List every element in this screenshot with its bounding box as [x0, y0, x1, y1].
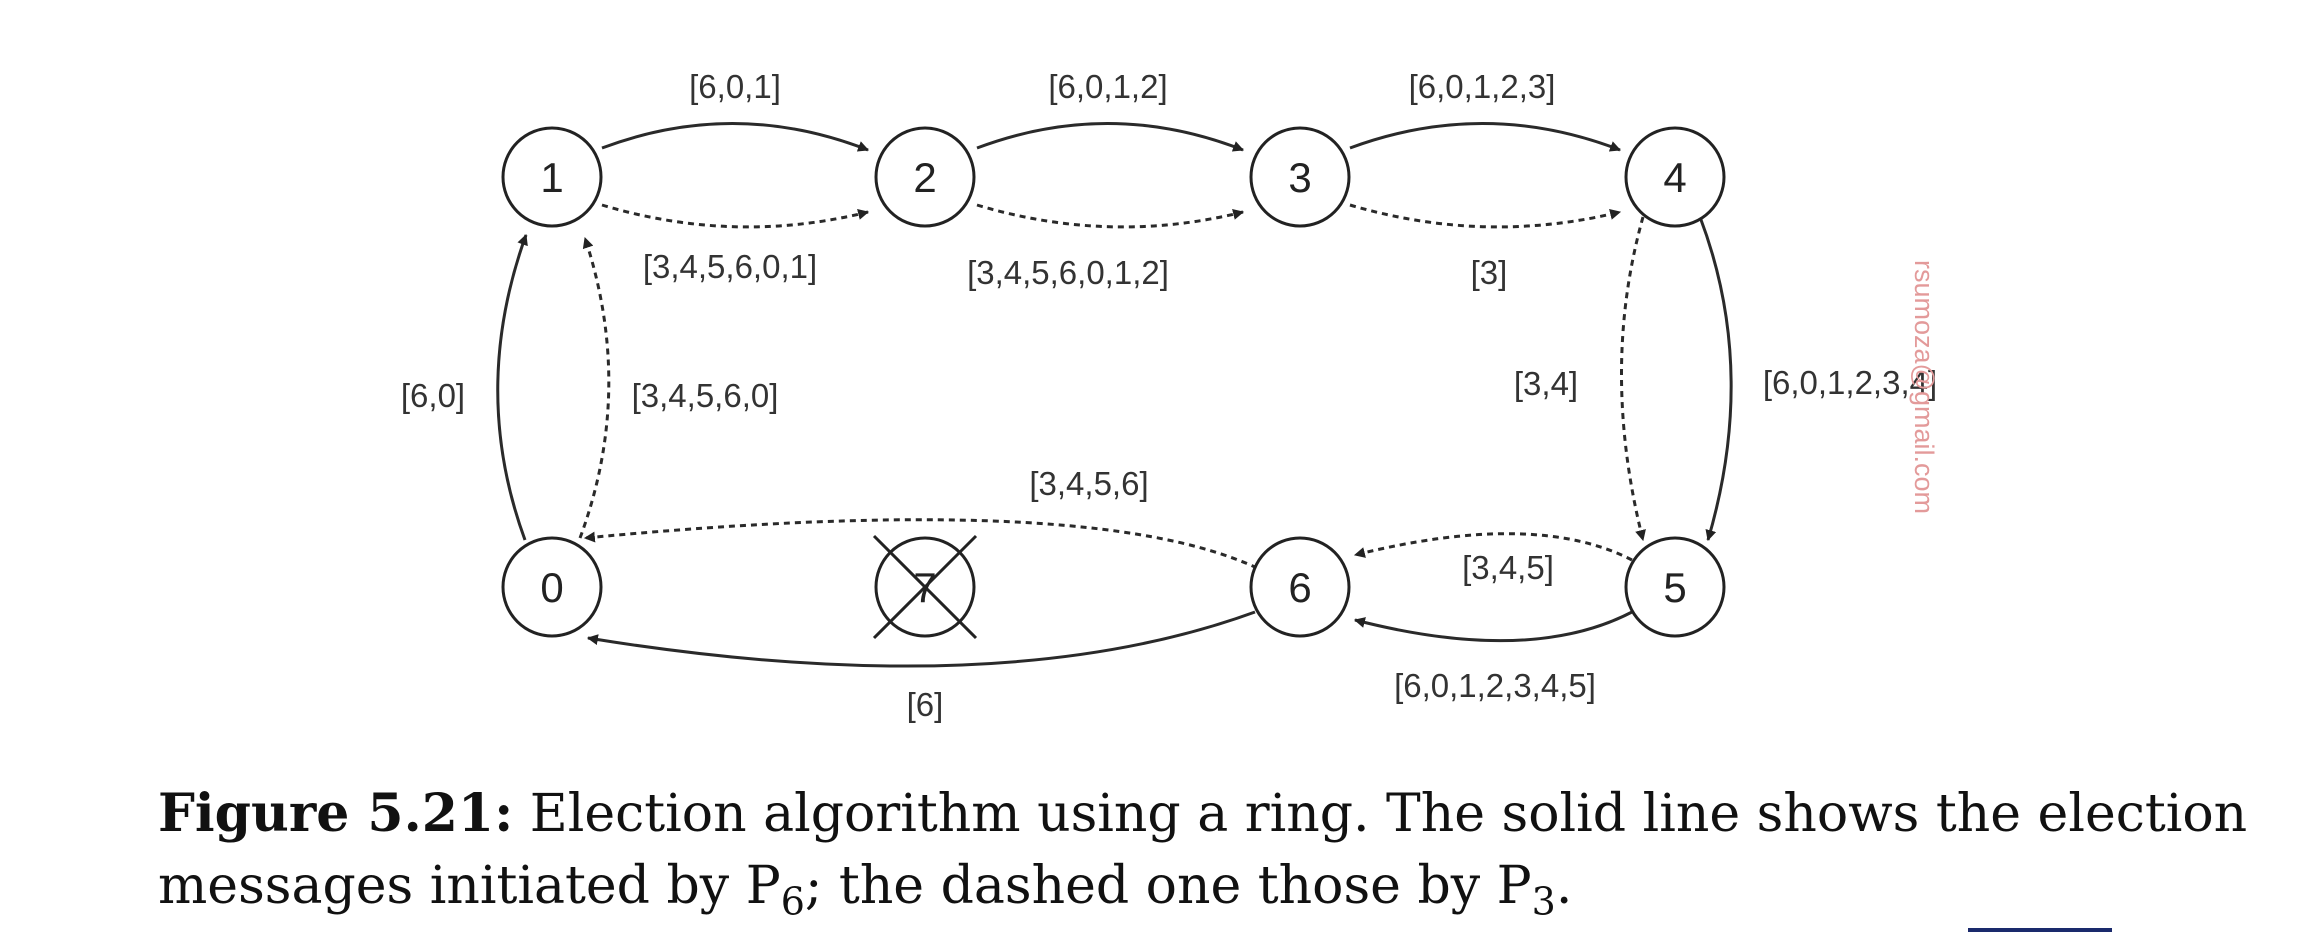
- node-7-crossed: 7: [872, 534, 978, 640]
- edge-label: [3,4,5,6,0,1]: [643, 248, 817, 285]
- edge-label: [6,0,1,2,3,4]: [1763, 364, 1937, 401]
- edge-0-1-solid: [496, 233, 528, 541]
- caption-text: Election algorithm using a ring. The sol…: [529, 784, 2248, 844]
- edges: [496, 122, 1733, 668]
- edge-label: [6,0,1,2]: [1048, 68, 1167, 105]
- caption-line-1: Figure 5.21: Election algorithm using a …: [158, 778, 2258, 850]
- edge-label: [3]: [1471, 254, 1508, 291]
- node-6: 6: [1249, 536, 1351, 638]
- edge-6-0-solid: [586, 610, 1256, 668]
- node-label: 4: [1663, 154, 1686, 201]
- edge-5-6-solid: [1353, 610, 1633, 643]
- edge-4-5-solid: [1698, 216, 1733, 542]
- edge-2-3-dashed: [976, 203, 1245, 229]
- edge-label: [6,0,1,2,3,4,5]: [1394, 667, 1596, 704]
- node-label: 5: [1663, 564, 1686, 611]
- edge-2-3-solid: [976, 122, 1245, 152]
- figure-caption: Figure 5.21: Election algorithm using a …: [158, 778, 2258, 937]
- edge-3-4-solid: [1349, 122, 1622, 152]
- node-1: 1: [501, 126, 603, 228]
- edge-6-0-dashed: [583, 518, 1258, 570]
- edge-label: [3,4,5,6]: [1029, 465, 1148, 502]
- node-2: 2: [874, 126, 976, 228]
- edge-label: [3,4]: [1514, 365, 1578, 402]
- edge-label: [6,0,1,2,3]: [1409, 68, 1556, 105]
- edge-1-2-dashed: [601, 203, 870, 229]
- edge-5-6-dashed: [1353, 532, 1633, 562]
- edge-label: [3,4,5,6,0,1,2]: [967, 254, 1169, 291]
- caption-text: .: [1555, 856, 1573, 916]
- edge-label: [6,0]: [401, 377, 465, 414]
- edge-3-4-dashed: [1349, 203, 1622, 229]
- node-5: 5: [1624, 536, 1726, 638]
- edge-1-2-solid: [601, 122, 870, 152]
- caption-subscript: 6: [780, 879, 805, 924]
- node-0: 0: [501, 536, 603, 638]
- caption-label: Figure 5.21:: [158, 783, 514, 844]
- watermark: rsumoza@gmail.com: [1909, 260, 1939, 514]
- page-corner-bar: [1968, 928, 2112, 932]
- node-label: 3: [1288, 154, 1311, 201]
- caption-subscript: 3: [1531, 879, 1556, 924]
- node-label: 0: [540, 564, 563, 611]
- edge-0-1-dashed: [578, 236, 611, 539]
- edge-4-5-dashed: [1620, 216, 1646, 542]
- edge-label: [3,4,5]: [1462, 549, 1554, 586]
- edge-label: [3,4,5,6,0]: [632, 377, 779, 414]
- edge-label: [6,0,1]: [689, 68, 781, 105]
- node-label: 1: [540, 154, 563, 201]
- node-label: 6: [1288, 564, 1311, 611]
- cross-mark: [872, 534, 978, 640]
- node-label: 2: [913, 154, 936, 201]
- caption-line-2: messages initiated by P6; the dashed one…: [158, 850, 2258, 937]
- edge-label: [6]: [907, 686, 944, 723]
- node-3: 3: [1249, 126, 1351, 228]
- caption-text: ; the dashed one those by P: [804, 856, 1532, 916]
- caption-text: messages initiated by P: [158, 856, 781, 916]
- ring-election-diagram: [6,0,1] [6,0,1,2] [6,0,1,2,3] [3,4,5,6,0…: [401, 68, 1939, 723]
- node-4: 4: [1624, 126, 1726, 228]
- edge-labels: [6,0,1] [6,0,1,2] [6,0,1,2,3] [3,4,5,6,0…: [401, 68, 1937, 723]
